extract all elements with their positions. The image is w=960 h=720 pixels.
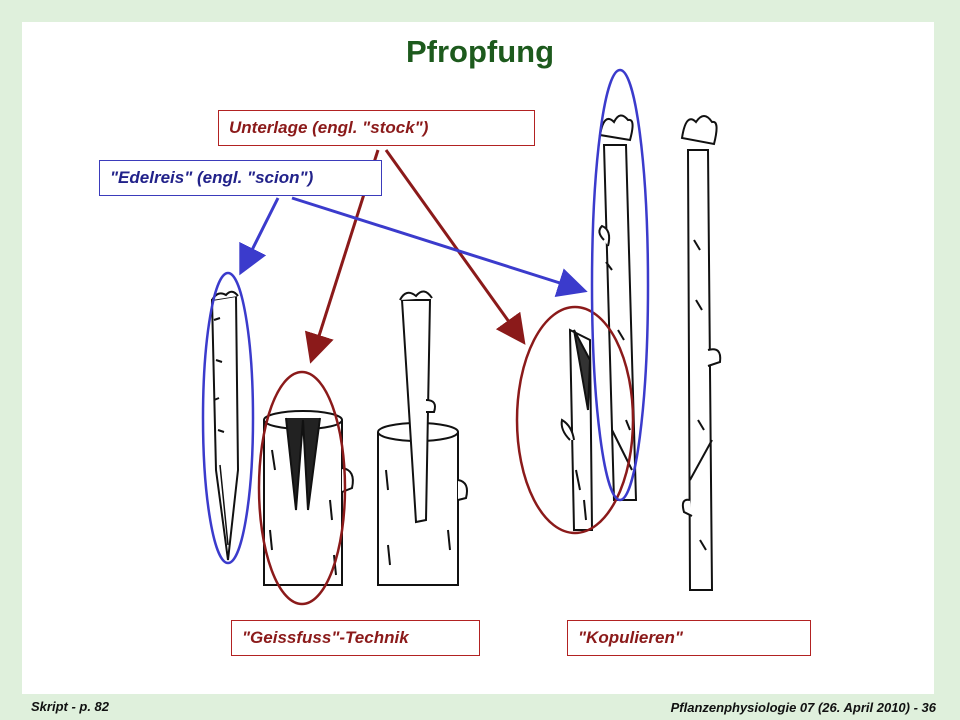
scion-arrow-branch: [291, 196, 588, 298]
scion-wedge-illustration: [210, 290, 240, 561]
scion-branch-highlight-ellipse: [590, 68, 650, 502]
kopulieren-highlight-ellipse: [515, 305, 635, 535]
scion-arrow-wedge: [239, 197, 280, 276]
slide-title: Pfropfung: [405, 34, 555, 69]
geissfuss-technique-label: "Geissfuss"-Technik: [231, 620, 480, 656]
geissfuss-highlight-ellipse: [257, 370, 347, 606]
kopulieren-label: "Kopulieren": [567, 620, 811, 656]
scion-label: "Edelreis" (engl. "scion"): [99, 160, 382, 196]
scion-highlight-ellipse: [201, 271, 255, 565]
joined-graft-illustration: [377, 290, 468, 586]
stock-arrow-kopulieren: [384, 149, 526, 345]
whip-graft-illustration: [560, 328, 594, 531]
stock-label: Unterlage (engl. "stock"): [218, 110, 535, 146]
footer-script-reference: Skript - p. 82: [31, 699, 110, 714]
footer-course-reference: Pflanzenphysiologie 07 (26. April 2010) …: [670, 700, 936, 715]
budded-branch-illustration: [680, 115, 722, 591]
stock-cleft-illustration: [263, 410, 354, 586]
budded-branch-illustration: [598, 114, 638, 501]
